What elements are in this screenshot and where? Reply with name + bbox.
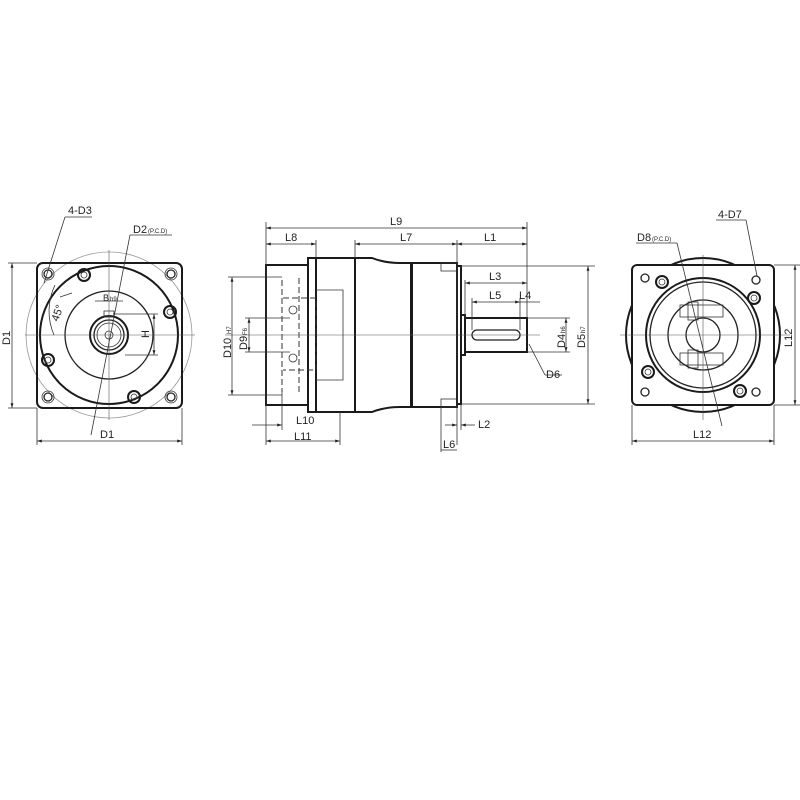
- label-D9-tol: F6: [243, 327, 249, 335]
- label-B-tol: h9: [110, 297, 117, 303]
- label-L11: L11: [294, 431, 312, 443]
- label-D2: D2: [133, 224, 147, 236]
- label-D6: D6: [546, 369, 560, 381]
- label-D8: D8: [637, 232, 651, 244]
- label-D2-suffix: (P.C.D): [148, 229, 167, 235]
- side-view-labels: L9 L8 L7 L1 L3 L5 L4 D4 h6 D5 h7 D6 D10 …: [222, 216, 588, 451]
- label-L5: L5: [489, 290, 501, 302]
- rear-view: [620, 219, 800, 445]
- label-H: H: [140, 330, 152, 338]
- label-L8: L8: [285, 232, 297, 244]
- label-L9: L9: [390, 216, 402, 228]
- label-D8-suffix: (P.C.D): [652, 237, 671, 243]
- label-L7: L7: [400, 232, 412, 244]
- flange-holes: [41, 268, 177, 404]
- label-45-degree: 45°: [50, 303, 67, 323]
- label-L1: L1: [484, 232, 496, 244]
- label-L12-horizontal: L12: [693, 429, 711, 441]
- label-L3: L3: [489, 271, 501, 283]
- label-D5: D5: [576, 334, 588, 348]
- label-D10: D10: [222, 338, 234, 358]
- label-D4: D4: [556, 334, 568, 348]
- label-D5-tol: h7: [581, 326, 587, 333]
- corner-holes: [41, 267, 178, 404]
- rear-view-labels: 4-D7 D8 (P.C.D) L12 L12: [637, 209, 795, 441]
- front-view: [8, 216, 195, 445]
- label-4-D3: 4-D3: [68, 205, 92, 217]
- label-D9: D9: [238, 336, 250, 350]
- label-D1-vertical: D1: [1, 331, 13, 345]
- rear-corner-holes: [640, 273, 761, 397]
- label-4-D7: 4-D7: [718, 209, 742, 221]
- label-L6: L6: [443, 439, 455, 451]
- label-D4-tol: h6: [561, 326, 567, 333]
- label-L10: L10: [296, 415, 314, 427]
- rear-flange-holes: [641, 275, 761, 398]
- label-B: B: [103, 293, 109, 303]
- label-L2: L2: [478, 419, 490, 431]
- front-view-labels: 4-D3 D2 (P.C.D) 45° B h9 H D1 D1: [1, 205, 167, 441]
- label-D1-horizontal: D1: [100, 429, 114, 441]
- label-L12-vertical: L12: [783, 329, 795, 347]
- label-D10-tol: H7: [227, 326, 233, 334]
- side-view: [225, 222, 595, 452]
- label-L4: L4: [519, 290, 531, 302]
